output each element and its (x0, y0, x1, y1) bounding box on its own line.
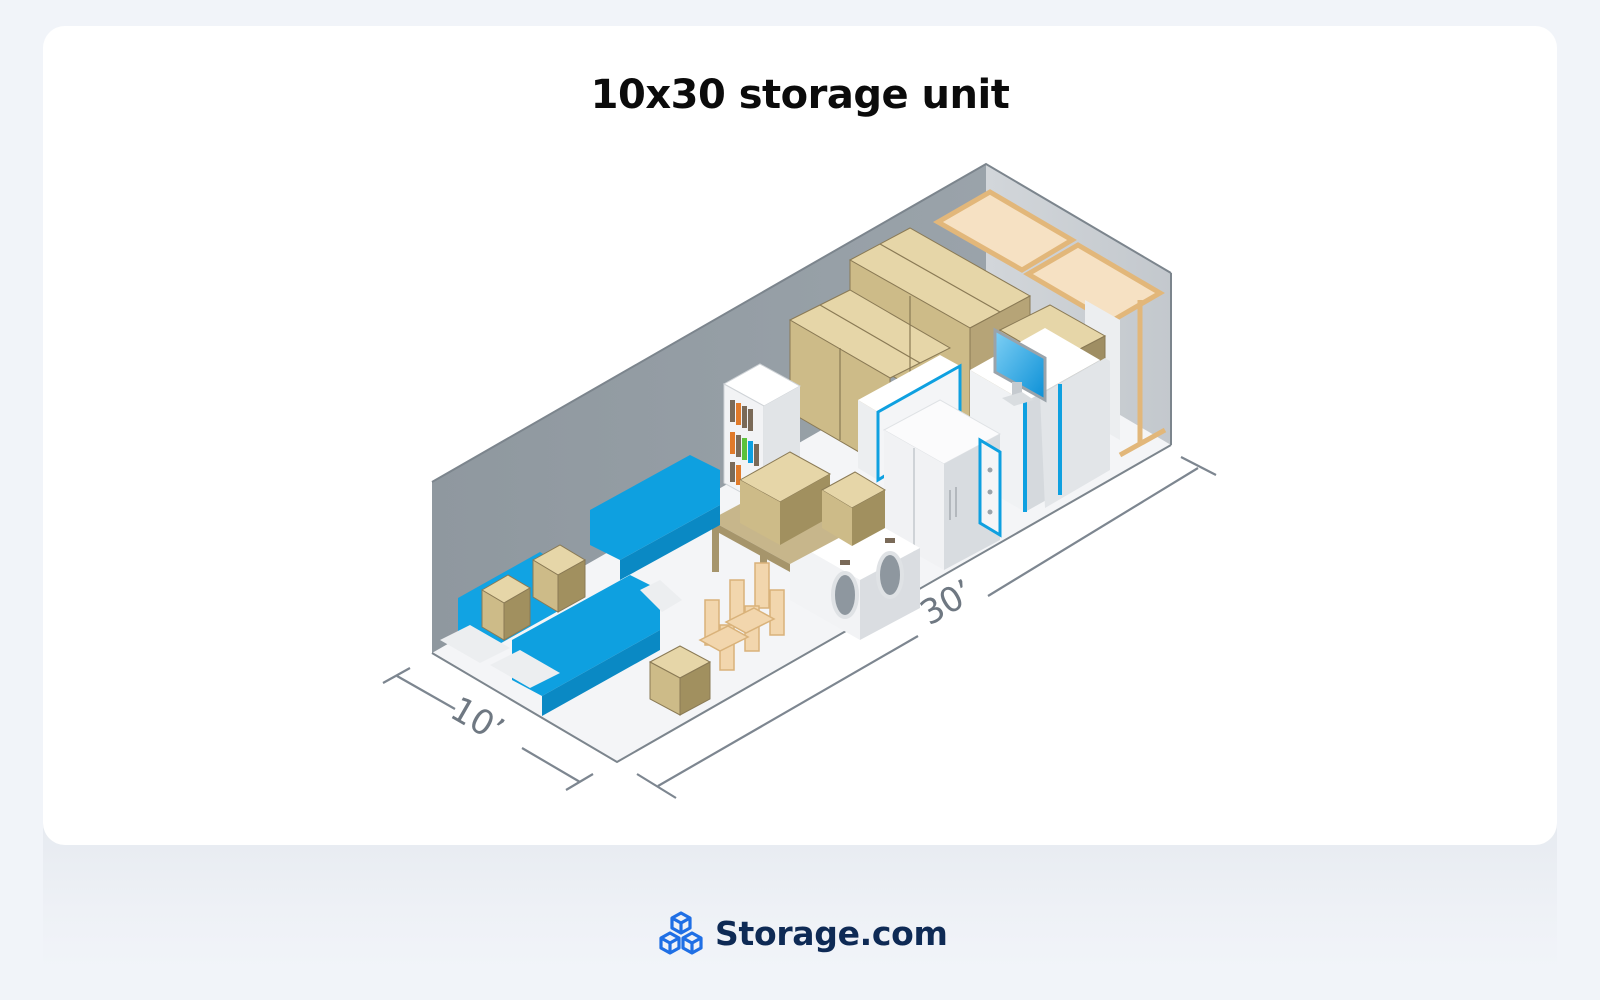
boxes-on-sofa (481, 544, 586, 641)
computer-monitor (993, 327, 1047, 406)
logo-text: Storage.com (715, 913, 948, 953)
front-box (648, 645, 712, 716)
sofa-back (590, 455, 720, 580)
table-with-boxes (710, 451, 887, 597)
page-title: 10x30 storage unit (590, 72, 1010, 118)
unit-back-wall (432, 164, 986, 653)
storage-com-logo[interactable]: Storage.com (657, 908, 948, 958)
dimension-lines (382, 456, 1217, 799)
dining-chairs (698, 562, 785, 671)
bed-frames (932, 189, 1167, 458)
card-shadow (43, 820, 1557, 970)
stacked-cubes-icon (659, 911, 703, 955)
sofa-front (490, 575, 682, 716)
dresser (978, 437, 1002, 538)
